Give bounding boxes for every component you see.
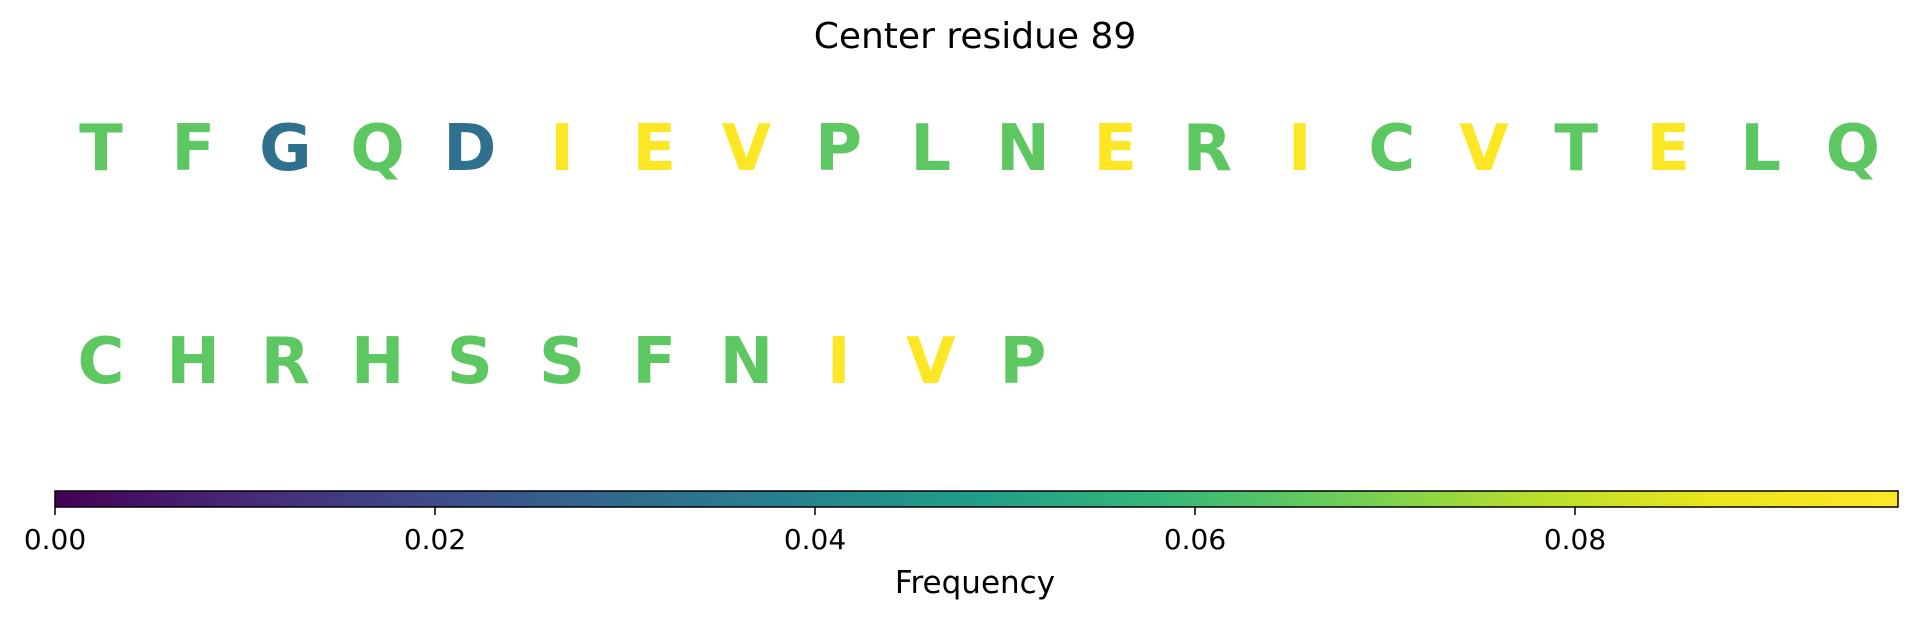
residue-letter: N — [996, 112, 1050, 186]
residue-letter: R — [261, 325, 310, 399]
residue-letter: N — [720, 325, 774, 399]
residue-letter: T — [79, 112, 123, 186]
residue-letter: H — [351, 325, 405, 399]
residue-letter: I — [550, 112, 574, 186]
residue-letter: P — [815, 112, 862, 186]
residue-letter: G — [259, 112, 312, 186]
residue-letter: C — [78, 325, 125, 399]
residue-letter: E — [1093, 112, 1137, 186]
colorbar-tick-label: 0.02 — [404, 523, 466, 556]
residue-letter: Q — [1826, 112, 1880, 186]
colorbar: 0.00 0.02 0.04 0.06 0.08 — [24, 490, 1899, 556]
chart-title: Center residue 89 — [814, 16, 1137, 57]
colorbar-label: Frequency — [895, 565, 1055, 601]
residue-letter: C — [1368, 112, 1415, 186]
residue-letter: V — [1459, 112, 1509, 186]
residue-letter: V — [722, 112, 772, 186]
residue-letter: L — [1740, 112, 1781, 186]
residue-letter: H — [166, 325, 220, 399]
residue-letter: E — [632, 112, 676, 186]
residue-letter: V — [906, 325, 956, 399]
residue-letter: S — [447, 325, 493, 399]
residue-letter: I — [827, 325, 851, 399]
residue-letter: E — [1647, 112, 1691, 186]
residue-letter: T — [1554, 112, 1598, 186]
colorbar-tick-label: 0.00 — [24, 523, 86, 556]
residue-letter: S — [539, 325, 585, 399]
colorbar-tick-label: 0.04 — [784, 523, 846, 556]
colorbar-gradient — [54, 490, 1899, 508]
residue-letter: F — [632, 325, 676, 399]
residue-letter: P — [1000, 325, 1047, 399]
residue-letter: F — [171, 112, 215, 186]
residue-letter: Q — [350, 112, 404, 186]
colorbar-tick-label: 0.06 — [1164, 523, 1226, 556]
colorbar-tick-label: 0.08 — [1544, 523, 1606, 556]
residue-letter: I — [1288, 112, 1312, 186]
residue-letter: L — [910, 112, 951, 186]
residue-letter: R — [1183, 112, 1232, 186]
residue-letter: D — [443, 112, 496, 186]
